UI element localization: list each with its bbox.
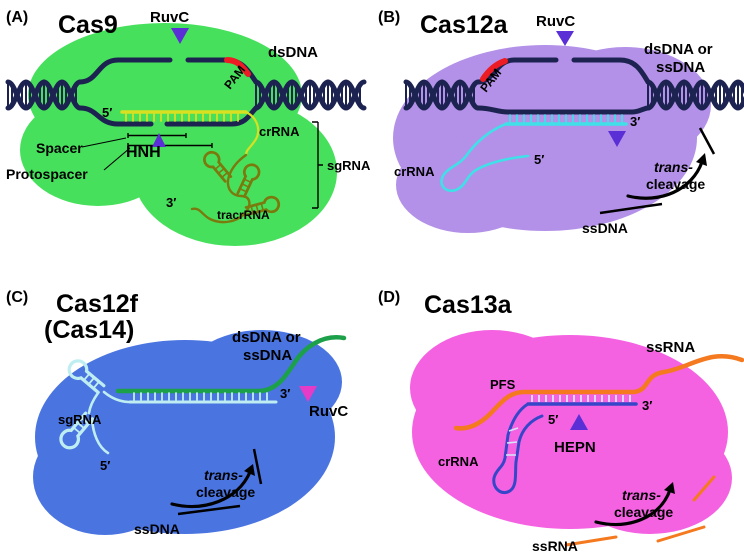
cas12f-protein-blob	[33, 419, 177, 535]
crrna-stem-rungs	[506, 427, 519, 456]
ssdna-label: ssDNA	[582, 220, 628, 236]
rna-dna-basepair-rungs	[509, 114, 623, 123]
three-prime-label: 3′	[642, 398, 652, 413]
target-dna-strand	[115, 335, 347, 394]
trans-cleavage-arrowhead	[244, 464, 255, 476]
protospacer-leader-line	[103, 147, 131, 171]
protospacer-label: Protospacer	[6, 166, 88, 182]
ruvc-label: RuvC	[536, 13, 575, 30]
crrna-label: crRNA	[394, 164, 435, 179]
dsdna-helix-segment	[328, 82, 364, 108]
cas12a-protein-blob	[539, 47, 711, 163]
five-prime-label: 5′	[100, 458, 110, 473]
trans-cleavage-arrow	[170, 470, 252, 509]
cleavage-site-marker	[608, 131, 626, 147]
spacer-label: Spacer	[36, 140, 83, 156]
panel-a-cas9: (A) Cas9 RuvC PAM dsDNA 5′ Spacer Protos…	[6, 9, 371, 246]
cas13a-protein-blob	[410, 330, 574, 446]
target-ssrna-strand	[453, 354, 744, 431]
sgrna-backbone	[102, 390, 132, 404]
target-label-line1: dsDNA or	[232, 329, 301, 346]
tracrrna-backbone	[190, 153, 251, 224]
ssrna-cleaved-label: ssRNA	[532, 538, 578, 554]
ssdna-fragment-line	[252, 448, 263, 485]
cleavage-label: cleavage	[646, 176, 705, 192]
trans-cleavage-arrowhead	[696, 153, 707, 166]
panel-d-title: Cas13a	[424, 291, 513, 319]
three-prime-label: 3′	[280, 386, 290, 401]
rna-rna-basepair-rungs	[531, 395, 631, 402]
target-strand	[77, 105, 259, 127]
ssdna-label: ssDNA	[134, 521, 180, 537]
rna-dna-basepair-rungs	[125, 113, 239, 122]
pfs-label: PFS	[490, 377, 516, 392]
panel-c-title-line1: Cas12f	[56, 290, 139, 318]
target-strand	[475, 105, 651, 115]
ruvc-label: RuvC	[309, 403, 348, 420]
panel-b-title: Cas12a	[420, 11, 509, 39]
crrna-linker	[244, 110, 260, 157]
panel-a-title: Cas9	[58, 11, 118, 39]
spacer-bracket	[127, 133, 187, 138]
dsdna-label: dsDNA	[268, 44, 318, 61]
crrna-label: crRNA	[259, 124, 300, 139]
panel-a-tag: (A)	[6, 9, 28, 26]
target-label-line2: ssDNA	[656, 59, 705, 76]
crrna-hairpin-handle	[492, 402, 544, 495]
trans-cleavage-arrow	[594, 488, 672, 527]
sgrna-bracket	[312, 121, 323, 209]
ruvc-cleavage-marker	[556, 31, 574, 46]
panel-d-cas13a: (D) Cas13a ssRNA PFS 3′ 5′ crRNA HEPN tr…	[378, 289, 744, 554]
three-prime-label: 3′	[166, 195, 176, 210]
ssdna-fragment-line	[177, 504, 241, 516]
hepn-cleavage-marker	[570, 414, 588, 430]
ruvc-label: RuvC	[150, 9, 189, 26]
crrna-handle	[440, 122, 530, 193]
five-prime-label: 5′	[534, 152, 544, 167]
trans-cleavage-arrow	[626, 160, 704, 200]
ssrna-fragment-line	[564, 535, 618, 547]
cleavage-label: cleavage	[614, 504, 673, 520]
pam-site	[224, 57, 251, 77]
trans-label: trans-	[204, 467, 243, 483]
ssrna-fragment-line	[692, 475, 716, 502]
panel-b-cas12a: (B) Cas12a RuvC PAM dsDNA or ssDNA 3′ 5′…	[378, 9, 744, 236]
ssrna-target-label: ssRNA	[646, 339, 695, 356]
ssdna-fragment-line	[599, 202, 663, 215]
three-prime-label: 3′	[630, 114, 640, 129]
cas13a-protein-blob	[568, 422, 732, 534]
target-label-line1: dsDNA or	[644, 41, 713, 58]
five-prime-label: 5′	[102, 105, 112, 120]
hnh-label: HNH	[126, 144, 161, 161]
ruvc-cleavage-marker	[171, 28, 189, 44]
rna-dna-basepair-rungs	[133, 392, 268, 401]
protospacer-bracket	[127, 143, 213, 148]
sgrna-label: sgRNA	[58, 412, 102, 427]
panel-c-title-line2: (Cas14)	[44, 316, 134, 344]
ssrna-fragment-line	[656, 525, 706, 543]
panel-c-tag: (C)	[6, 289, 28, 306]
ruvc-cleavage-marker	[299, 386, 317, 402]
sgrna-tail	[90, 417, 110, 455]
pam-site	[480, 58, 508, 82]
dsdna-helix-segment	[720, 82, 744, 108]
sgrna-label: sgRNA	[327, 158, 371, 173]
trans-label: trans-	[654, 159, 693, 175]
trans-label: trans-	[622, 487, 661, 503]
spacer-leader-line	[81, 137, 127, 148]
panel-d-tag: (D)	[378, 289, 400, 306]
five-prime-label: 5′	[548, 412, 558, 427]
cleavage-label: cleavage	[196, 484, 255, 500]
ssdna-fragment-line	[698, 127, 716, 155]
tracrrna-label: tracrRNA	[217, 208, 270, 222]
sgrna-backbone	[87, 391, 100, 415]
trans-cleavage-arrowhead	[664, 482, 675, 494]
target-label-line2: ssDNA	[243, 347, 292, 364]
hepn-label: HEPN	[554, 439, 596, 456]
crrna-label: crRNA	[438, 454, 479, 469]
panel-c-cas12f: (C) Cas12f (Cas14) dsDNA or ssDNA 3′ Ruv…	[6, 289, 348, 537]
panel-b-tag: (B)	[378, 9, 400, 26]
hnh-cleavage-marker	[152, 133, 166, 147]
